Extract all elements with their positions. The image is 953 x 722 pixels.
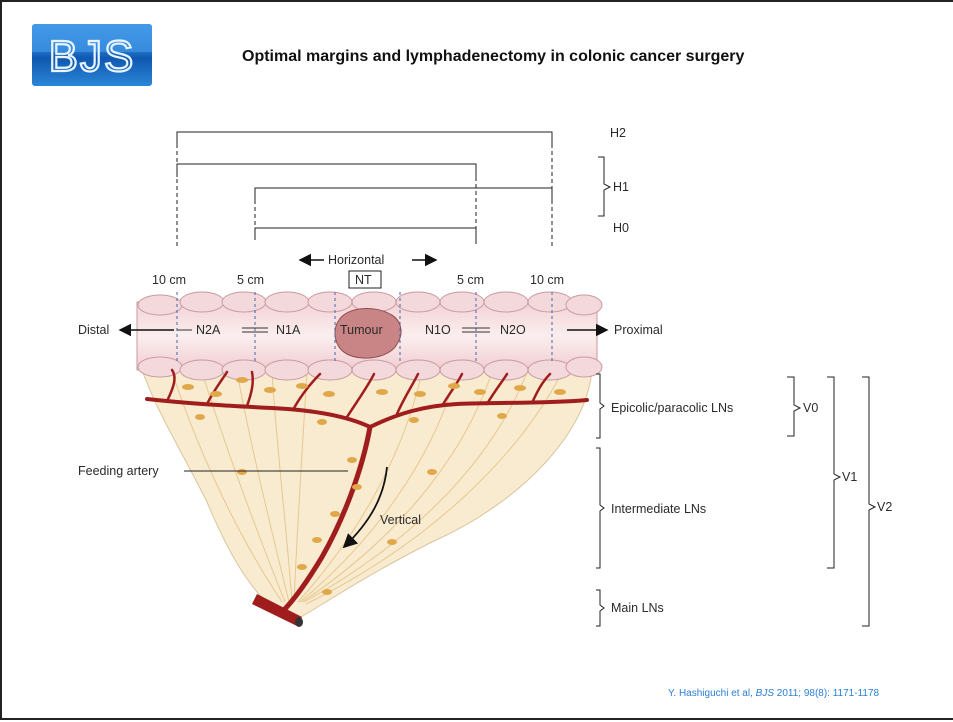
label-5cm-right: 5 cm xyxy=(457,273,484,287)
label-h2: H2 xyxy=(610,126,626,140)
label-main-lns: Main LNs xyxy=(611,601,664,615)
label-10cm-left: 10 cm xyxy=(152,273,186,287)
label-h0: H0 xyxy=(613,221,629,235)
bracket-dashes xyxy=(177,144,552,246)
citation-authors: Y. Hashiguchi et al, xyxy=(668,688,756,699)
label-n2a: N2A xyxy=(196,323,221,337)
citation-journal: BJS xyxy=(756,688,774,699)
label-nt: NT xyxy=(355,273,372,287)
label-epicolic-lns: Epicolic/paracolic LNs xyxy=(611,401,733,415)
label-feeding-artery: Feeding artery xyxy=(78,464,159,478)
label-proximal: Proximal xyxy=(614,323,663,337)
label-vertical: Vertical xyxy=(380,513,421,527)
label-tumour: Tumour xyxy=(340,323,383,337)
label-v2: V2 xyxy=(877,500,892,514)
label-5cm-left: 5 cm xyxy=(237,273,264,287)
resection-brackets xyxy=(177,132,552,240)
mesentery xyxy=(142,370,592,622)
label-n2o: N2O xyxy=(500,323,526,337)
label-v0: V0 xyxy=(803,401,818,415)
label-distal: Distal xyxy=(78,323,109,337)
citation: Y. Hashiguchi et al, BJS 2011; 98(8): 11… xyxy=(668,688,879,699)
label-h1: H1 xyxy=(613,180,629,194)
h1-brace xyxy=(598,157,610,216)
citation-details: 2011; 98(8): 1171-1178 xyxy=(774,688,879,699)
label-v1: V1 xyxy=(842,470,857,484)
label-n1a: N1A xyxy=(276,323,301,337)
label-horizontal: Horizontal xyxy=(328,253,384,267)
label-intermediate-lns: Intermediate LNs xyxy=(611,502,706,516)
label-10cm-right: 10 cm xyxy=(530,273,564,287)
label-n1o: N1O xyxy=(425,323,451,337)
